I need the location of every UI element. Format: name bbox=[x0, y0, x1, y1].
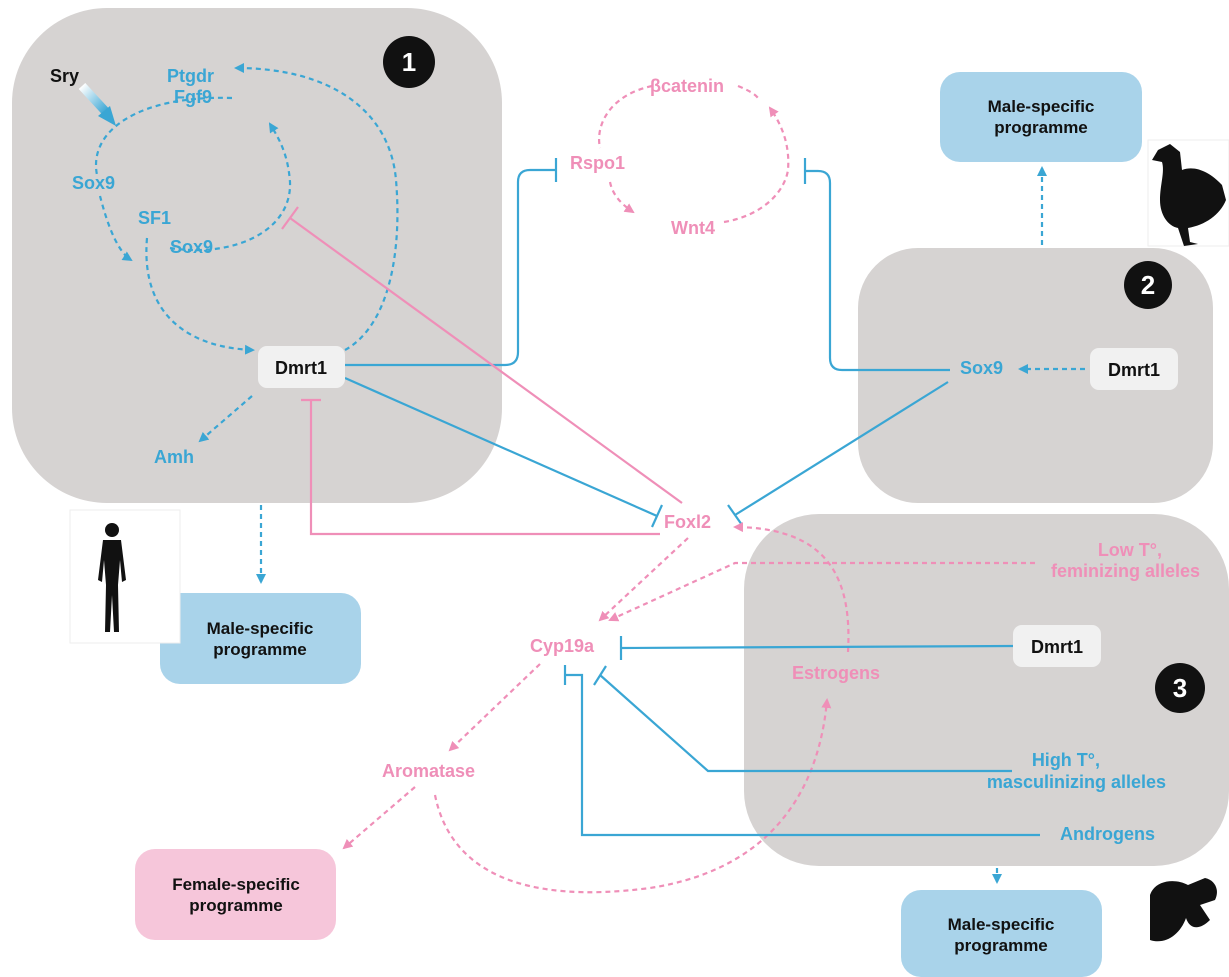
svg-text:programme: programme bbox=[994, 118, 1088, 137]
dmrt1-box-panel-2 bbox=[1090, 348, 1178, 390]
panel-2-badge: 2 bbox=[1124, 261, 1172, 309]
panel-2 bbox=[858, 248, 1213, 503]
high-temp-label-line1: High T°, bbox=[1032, 750, 1100, 770]
sox9-inhibits-wnt4-loop bbox=[805, 169, 950, 372]
amh-label: Amh bbox=[154, 447, 194, 467]
rspo1-label: Rspo1 bbox=[570, 153, 625, 173]
sox9-label-a: Sox9 bbox=[72, 173, 115, 193]
sox9-label-panel-2: Sox9 bbox=[960, 358, 1003, 378]
dmrt1-label-panel-1: Dmrt1 bbox=[275, 358, 327, 378]
dmrt1-inhibits-rspo1 bbox=[345, 168, 556, 367]
svg-text:1: 1 bbox=[402, 47, 416, 77]
wnt4-label: Wnt4 bbox=[671, 218, 715, 238]
aromatase-label: Aromatase bbox=[382, 761, 475, 781]
dmrt1-box-panel-3 bbox=[1013, 625, 1101, 667]
svg-text:programme: programme bbox=[189, 896, 283, 915]
fish-silhouette-icon bbox=[1150, 878, 1217, 942]
svg-text:Male-specific: Male-specific bbox=[207, 619, 314, 638]
panel-3 bbox=[744, 514, 1229, 866]
sry-label: Sry bbox=[50, 66, 79, 86]
svg-text:programme: programme bbox=[213, 640, 307, 659]
female-programme-box: Female-specific programme bbox=[135, 849, 336, 940]
svg-text:Male-specific: Male-specific bbox=[988, 97, 1095, 116]
male-programme-box-left: Male-specific programme bbox=[160, 593, 361, 684]
fgf9-label: Fgf9 bbox=[174, 87, 212, 107]
sf1-label: SF1 bbox=[138, 208, 171, 228]
male-programme-box-top: Male-specific programme bbox=[940, 72, 1142, 162]
male-programme-box-bottom: Male-specific programme bbox=[901, 890, 1102, 977]
dmrt1-box-panel-1 bbox=[258, 346, 345, 388]
svg-text:Female-specific: Female-specific bbox=[172, 875, 300, 894]
panel-3-badge: 3 bbox=[1155, 663, 1205, 713]
bcatenin-label: βcatenin bbox=[650, 76, 724, 96]
high-temp-label-line2: masculinizing alleles bbox=[987, 772, 1166, 792]
foxl2-label: Foxl2 bbox=[664, 512, 711, 532]
sry-arrow bbox=[78, 82, 110, 116]
svg-text:Male-specific: Male-specific bbox=[948, 915, 1055, 934]
low-temp-label-line2: feminizing alleles bbox=[1051, 561, 1200, 581]
dmrt1-label-panel-2: Dmrt1 bbox=[1108, 360, 1160, 380]
svg-text:2: 2 bbox=[1141, 270, 1155, 300]
human-silhouette-icon bbox=[69, 509, 181, 644]
sox9-label-b: Sox9 bbox=[170, 237, 213, 257]
low-temp-label-line1: Low T°, bbox=[1098, 540, 1162, 560]
svg-text:3: 3 bbox=[1173, 673, 1187, 703]
cyp19a-label: Cyp19a bbox=[530, 636, 595, 656]
panel-1 bbox=[12, 8, 502, 503]
panel-1-badge: 1 bbox=[383, 36, 435, 88]
svg-text:programme: programme bbox=[954, 936, 1048, 955]
androgens-label: Androgens bbox=[1060, 824, 1155, 844]
estrogens-label: Estrogens bbox=[792, 663, 880, 683]
ptgdr-label: Ptgdr bbox=[167, 66, 214, 86]
chicken-silhouette-icon bbox=[1147, 139, 1229, 247]
dmrt1-label-panel-3: Dmrt1 bbox=[1031, 637, 1083, 657]
